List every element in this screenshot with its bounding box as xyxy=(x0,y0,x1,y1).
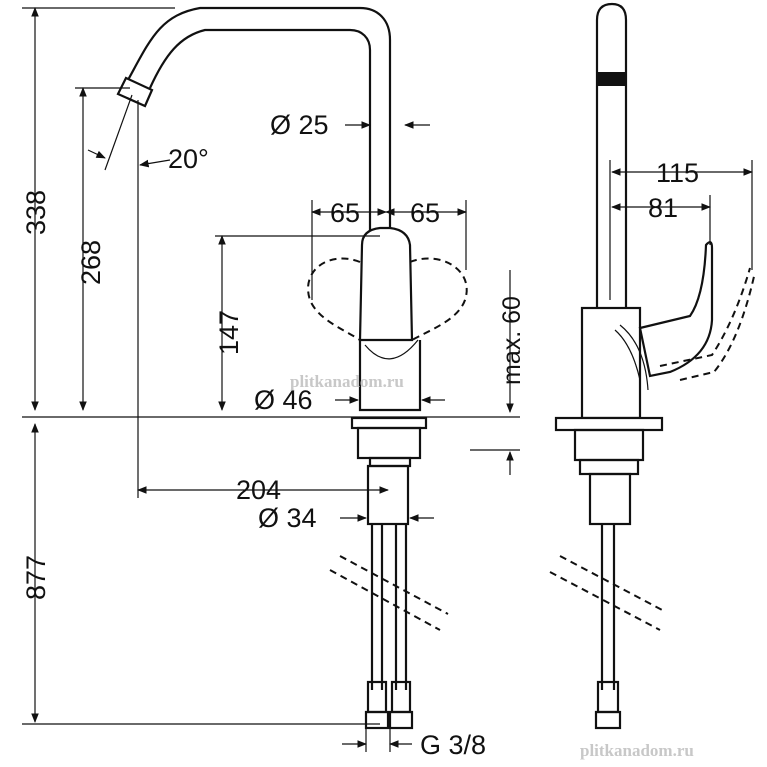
fitting-right xyxy=(390,680,412,714)
lever-handle xyxy=(358,226,414,342)
dim-spout-angle: 20° xyxy=(168,144,209,174)
side-view xyxy=(549,2,756,730)
body-curve xyxy=(364,339,419,360)
dim-side-depth-1: 115 xyxy=(656,158,699,188)
side-shank xyxy=(588,472,632,526)
spout-outer xyxy=(127,6,392,240)
dim-handle-clearance: max. 60 xyxy=(498,296,526,385)
base-plate xyxy=(350,416,428,430)
dim-below-deck: 877 xyxy=(21,555,51,600)
break-mark-1 xyxy=(329,569,441,631)
dim-spout-height: 268 xyxy=(76,240,106,285)
fitting-left xyxy=(366,680,388,714)
dim-reach: 204 xyxy=(236,475,281,505)
dim-connection: G 3/8 xyxy=(420,730,486,760)
side-body xyxy=(580,306,642,420)
side-aerator xyxy=(597,72,626,86)
dim-handle-right: 65 xyxy=(410,198,440,228)
nut-left xyxy=(364,710,390,730)
watermark-1: plitkanadom.ru xyxy=(290,372,404,391)
nut-right xyxy=(388,710,414,730)
dim-shank-diameter: Ø 34 xyxy=(258,503,317,533)
watermark-2: plitkanadom.ru xyxy=(580,741,694,760)
side-spout xyxy=(595,2,628,308)
side-lever xyxy=(638,241,714,378)
faucet-body xyxy=(358,340,422,412)
dim-handle-height: 147 xyxy=(214,310,244,355)
side-base-body xyxy=(573,428,645,462)
side-dimensions: 115 81 xyxy=(609,158,753,300)
side-lever-dashed xyxy=(659,267,751,367)
dim-handle-left: 65 xyxy=(330,198,360,228)
spout-inner xyxy=(148,28,372,240)
shank xyxy=(366,464,410,526)
dim-body-diameter: Ø 46 xyxy=(254,385,313,415)
base-body xyxy=(356,426,422,460)
front-view xyxy=(22,6,520,730)
break-mark-2 xyxy=(339,555,449,615)
dim-total-height: 338 xyxy=(21,190,51,235)
aerator xyxy=(116,76,154,108)
front-dimensions: 338 268 20° Ø 25 65 65 147 Ø 46 xyxy=(21,7,526,760)
handle-left-dashed xyxy=(307,257,361,341)
dim-spout-diameter: Ø 25 xyxy=(270,110,329,140)
dim-side-depth-2: 81 xyxy=(648,193,678,223)
side-base-plate xyxy=(554,416,664,432)
base-thread xyxy=(368,456,412,468)
handle-right-dashed xyxy=(409,257,468,341)
